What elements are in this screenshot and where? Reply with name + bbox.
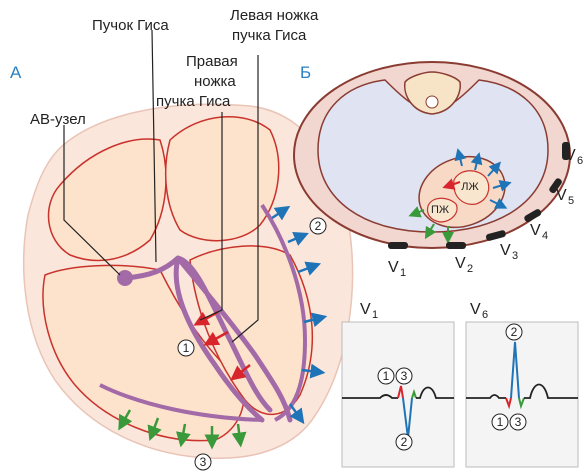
svg-text:V: V — [530, 222, 541, 239]
lead-label-v2: V 2 — [455, 255, 473, 275]
label-left-branch-1: Левая ножка — [230, 7, 319, 24]
ecg-v1-marker-1: 1 — [378, 368, 394, 384]
panel-a-letter: А — [10, 63, 22, 82]
svg-text:V: V — [556, 187, 567, 204]
lead-label-v3: V 3 — [500, 242, 518, 262]
svg-text:V: V — [470, 301, 481, 318]
label-right-branch-3: пучка Гиса — [156, 93, 231, 110]
rv-label: ПЖ — [431, 204, 449, 216]
label-av-node: АВ-узел — [30, 111, 86, 128]
svg-text:V: V — [360, 301, 371, 318]
svg-text:4: 4 — [542, 230, 548, 242]
svg-text:6: 6 — [482, 309, 488, 321]
marker-2: 2 — [310, 218, 326, 234]
ecg-v1-marker-3: 3 — [396, 368, 412, 384]
svg-text:V: V — [455, 255, 466, 272]
ecg-v6: V 6 2 1 3 — [466, 301, 578, 467]
svg-text:1: 1 — [183, 341, 190, 355]
label-his-bundle: Пучок Гиса — [92, 17, 169, 34]
ecg-v1: V 1 1 3 2 — [342, 301, 454, 467]
svg-text:3: 3 — [200, 455, 207, 469]
svg-text:2: 2 — [315, 219, 322, 233]
label-left-branch-2: пучка Гиса — [232, 27, 307, 44]
ecg-v6-marker-3: 3 — [510, 414, 526, 430]
marker-3: 3 — [195, 454, 211, 470]
svg-text:3: 3 — [401, 369, 408, 383]
svg-text:1: 1 — [383, 369, 390, 383]
ecg-v6-frame — [466, 322, 578, 467]
label-right-branch-1: Правая — [186, 53, 238, 70]
svg-text:2: 2 — [511, 325, 518, 339]
lead-label-v5: V 5 — [556, 187, 574, 207]
panel-b-letter: Б — [300, 63, 311, 82]
lead-label-v1: V 1 — [388, 259, 406, 279]
ecg-v6-marker-1: 1 — [492, 414, 508, 430]
ecg-v6-marker-2: 2 — [506, 324, 522, 340]
marker-1: 1 — [178, 340, 194, 356]
svg-text:3: 3 — [512, 250, 518, 262]
svg-text:2: 2 — [467, 263, 473, 275]
lv-label: ЛЖ — [461, 181, 478, 193]
svg-text:5: 5 — [568, 195, 574, 207]
svg-text:3: 3 — [515, 415, 522, 429]
svg-text:V: V — [388, 259, 399, 276]
svg-text:V: V — [500, 242, 511, 259]
label-right-branch-2: ножка — [194, 73, 236, 90]
ecg-v1-marker-2: 2 — [396, 434, 412, 450]
svg-text:V: V — [565, 147, 576, 164]
electrode-v2 — [446, 242, 466, 249]
ecg-v1-title: V 1 — [360, 301, 378, 321]
svg-text:2: 2 — [401, 435, 408, 449]
svg-text:6: 6 — [577, 155, 583, 167]
electrode-v1 — [388, 242, 408, 249]
svg-text:1: 1 — [372, 309, 378, 321]
ecg-v6-title: V 6 — [470, 301, 488, 321]
lead-label-v4: V 4 — [530, 222, 548, 242]
svg-text:1: 1 — [400, 267, 406, 279]
av-node — [117, 270, 133, 286]
svg-text:1: 1 — [497, 415, 504, 429]
